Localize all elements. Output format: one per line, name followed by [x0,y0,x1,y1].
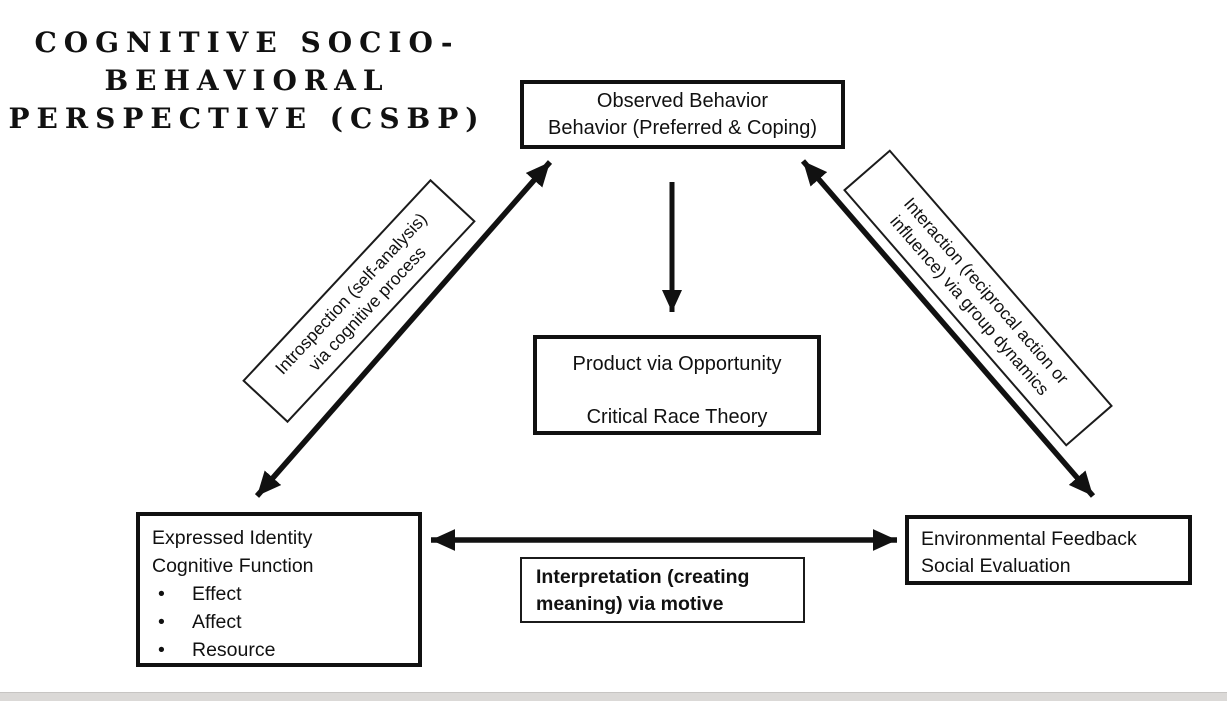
footer-bar [0,692,1227,701]
environmental-feedback-line-1: Environmental Feedback [921,528,1137,550]
bullet-icon [152,580,192,608]
title-line-3: PERSPECTIVE (CSBP) [8,102,486,135]
edge-label-interpretation: Interpretation (creating meaning) via mo… [520,557,805,623]
introspection-double-arrow [254,160,553,498]
observed-behavior-line-1: Observed Behavior [596,89,769,112]
diagram-title: COGNITIVE SOCIO- BEHAVIORAL PERSPECTIVE … [8,24,486,138]
node-environmental-feedback: Environmental Feedback Social Evaluation [905,515,1192,585]
bullet-icon [152,636,192,664]
node-product-opportunity: Product via Opportunity Critical Race Th… [533,335,821,435]
product-line-1: Product via Opportunity [572,353,782,375]
expressed-identity-line-1: Expressed Identity [152,527,313,549]
interaction-double-arrow [800,159,1096,498]
interpretation-line-2: meaning) via motive [536,593,724,615]
bullet-item-resource: Resource [152,636,414,664]
title-line-2: BEHAVIORAL [104,64,390,97]
environmental-feedback-line-2: Social Evaluation [921,555,1071,577]
product-line-2: Critical Race Theory [586,406,768,428]
bullet-label-effect: Effect [192,583,242,605]
node-expressed-identity: Expressed Identity Cognitive Function Ef… [136,512,422,667]
bullet-label-resource: Resource [192,639,276,661]
node-observed-behavior: Observed Behavior Behavior (Preferred & … [520,80,845,149]
bullet-item-effect: Effect [152,580,414,608]
expressed-identity-line-2: Cognitive Function [152,555,314,577]
bullet-item-affect: Affect [152,608,414,636]
observed-behavior-line-2: Behavior (Preferred & Coping) [547,116,817,139]
title-line-1: COGNITIVE SOCIO- [34,26,460,59]
bullet-label-affect: Affect [192,611,242,633]
interpretation-line-1: Interpretation (creating [536,566,750,588]
bullet-icon [152,608,192,636]
